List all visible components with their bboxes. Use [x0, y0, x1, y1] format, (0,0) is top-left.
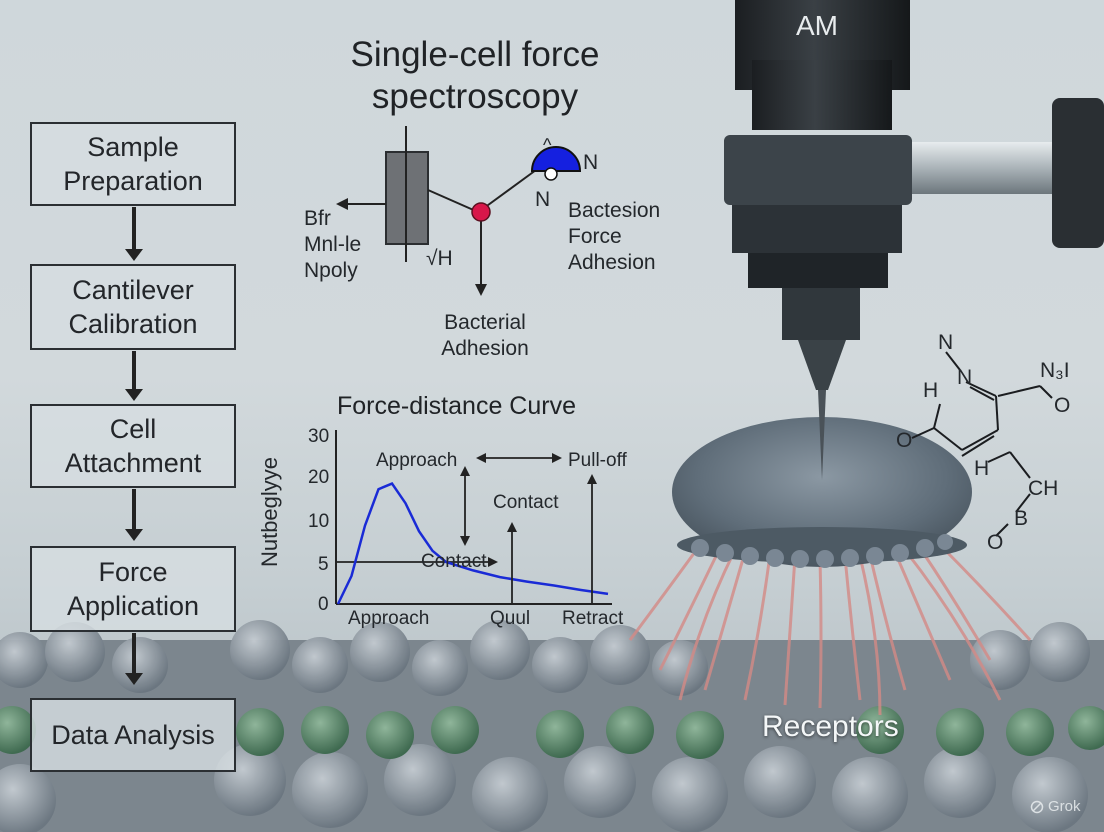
y-tick-10: 10 [308, 511, 330, 532]
bond [995, 395, 999, 431]
chem-label-n1: N [938, 331, 954, 354]
schematic-left-labels: Bfr Mnl-le Npoly [304, 207, 362, 282]
y-tick-5: 5 [318, 554, 329, 575]
watermark-text: Grok [1048, 798, 1081, 815]
flow-arrow [125, 489, 143, 541]
x-label-approach: Approach [348, 608, 430, 629]
arrow-head [587, 474, 597, 484]
afm-instrument [724, 0, 1104, 480]
y-tick-30: 30 [308, 426, 330, 447]
schematic-line [483, 169, 537, 209]
bond [933, 427, 963, 451]
flow-step-cell-attachment: Cell Attachment [30, 404, 236, 488]
page-title: Single-cell force spectroscopy [350, 35, 600, 116]
chem-label-o1: O [1054, 394, 1071, 417]
arrow-head [475, 284, 487, 296]
arrow-head [336, 198, 348, 210]
schematic-bottom-label: Bacterial Adhesion [441, 311, 529, 360]
watermark: Grok [1030, 798, 1081, 815]
chem-label-n3i: N₃I [1040, 359, 1070, 382]
contact-point [471, 202, 491, 222]
chem-label-o3: O [987, 531, 1004, 554]
reference-line-group [336, 557, 498, 567]
arrow-head [552, 453, 562, 463]
flow-arrow [125, 633, 143, 685]
grok-icon [1030, 800, 1044, 813]
bond [945, 351, 961, 371]
chem-label-h1: H [923, 379, 939, 402]
flow-arrow [125, 207, 143, 261]
schematic-line [427, 189, 479, 213]
bond [1015, 493, 1031, 513]
bond [997, 385, 1041, 397]
chart-title: Force-distance Curve [337, 392, 576, 420]
bond [965, 381, 997, 397]
bond [995, 523, 1009, 537]
flow-step-force-application: Force Application [30, 546, 236, 632]
schematic-sqrt-label: √H [426, 247, 453, 270]
annotation-contact-upper: Contact [493, 492, 559, 513]
bond [1039, 385, 1053, 399]
receptors-label: Receptors [762, 710, 899, 743]
bond [961, 429, 999, 451]
chem-label-b: B [1014, 507, 1029, 530]
annotation-contact-lower: Contact [421, 551, 487, 572]
y-tick-20: 20 [308, 467, 330, 488]
x-label-retract: Retract [562, 608, 624, 629]
instrument-label: AM [796, 10, 838, 41]
chem-label-ch: CH [1028, 477, 1059, 500]
schematic-right-labels: Bactesion Force Adhesion [568, 199, 661, 274]
flow-step-cantilever-calibration: Cantilever Calibration [30, 264, 236, 350]
probe-dome [530, 146, 582, 172]
flow-step-data-analysis: Data Analysis [30, 698, 236, 772]
bond [987, 451, 1011, 463]
annotation-pull-off: Pull-off [568, 450, 627, 471]
annotation-approach: Approach [376, 450, 458, 471]
flow-arrow [125, 351, 143, 401]
arrow-head [460, 536, 470, 546]
bond [961, 435, 995, 457]
substrate-beads [0, 620, 1104, 832]
bond [933, 403, 941, 429]
y-tick-0: 0 [318, 594, 329, 615]
probe-dot [544, 167, 558, 181]
force-curve-series [336, 482, 609, 605]
receptor-fibers [628, 543, 1032, 716]
schematic-caret: ^ [543, 135, 552, 155]
chem-label-o2: O [896, 429, 913, 452]
schematic-n-top: N [583, 151, 599, 174]
arrow-head [488, 557, 498, 567]
arrow-head [460, 466, 470, 476]
arrow-head [507, 522, 517, 532]
cell-body [672, 417, 972, 568]
bond [911, 427, 935, 439]
chem-label-h2: H [974, 457, 990, 480]
bond [969, 386, 995, 401]
chem-label-n2: N [957, 366, 973, 389]
flow-step-sample-preparation: Sample Preparation [30, 122, 236, 206]
bond [1009, 451, 1031, 479]
x-label-quul: Quul [490, 608, 531, 629]
arrow-head [476, 453, 486, 463]
schematic-n-bottom: N [535, 188, 551, 211]
